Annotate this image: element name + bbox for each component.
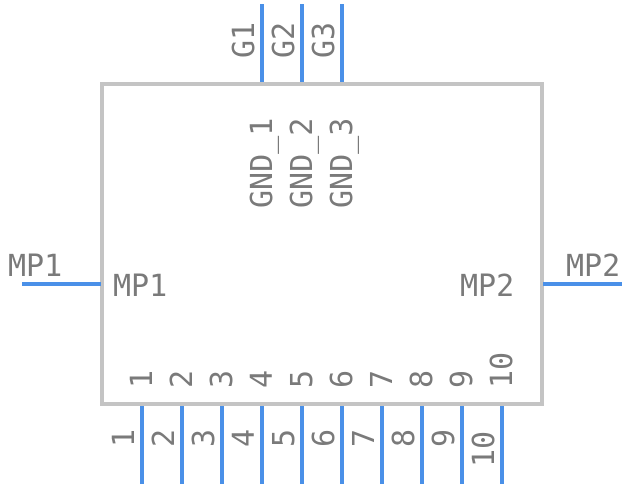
top-pin-name: GND_2 — [285, 118, 320, 208]
top-pin-number: G2 — [267, 22, 302, 58]
bottom-pin-name: 3 — [205, 370, 240, 388]
bottom-pin-name: 6 — [325, 370, 360, 388]
top-pin-name: GND_3 — [325, 118, 360, 208]
bottom-pin-name: 4 — [245, 370, 280, 388]
bottom-pin-name: 10 — [485, 352, 520, 388]
bottom-pin-number: 7 — [347, 429, 382, 447]
bottom-pin-number: 6 — [307, 429, 342, 447]
component-body — [100, 82, 544, 406]
bottom-pin-name: 2 — [165, 370, 200, 388]
bottom-pin-name: 8 — [405, 370, 440, 388]
bottom-pin-name: 9 — [445, 370, 480, 388]
bottom-pin-number: 8 — [387, 429, 422, 447]
bottom-pin-number: 4 — [227, 429, 262, 447]
bottom-pin-number: 10 — [467, 431, 502, 467]
top-pin-name: GND_1 — [245, 118, 280, 208]
left-pin-name: MP1 — [113, 269, 167, 304]
bottom-pin-number: 5 — [267, 429, 302, 447]
bottom-pin-number: 1 — [107, 429, 142, 447]
left-pin-number: MP1 — [8, 249, 62, 284]
bottom-pin-name: 7 — [365, 370, 400, 388]
right-pin-name: MP2 — [460, 269, 514, 304]
bottom-pin-name: 1 — [125, 370, 160, 388]
top-pin-number: G3 — [307, 22, 342, 58]
top-pin-number: G1 — [227, 22, 262, 58]
bottom-pin-name: 5 — [285, 370, 320, 388]
bottom-pin-number: 3 — [187, 429, 222, 447]
right-pin-number: MP2 — [566, 249, 620, 284]
bottom-pin-number: 2 — [147, 429, 182, 447]
bottom-pin-number: 9 — [427, 429, 462, 447]
